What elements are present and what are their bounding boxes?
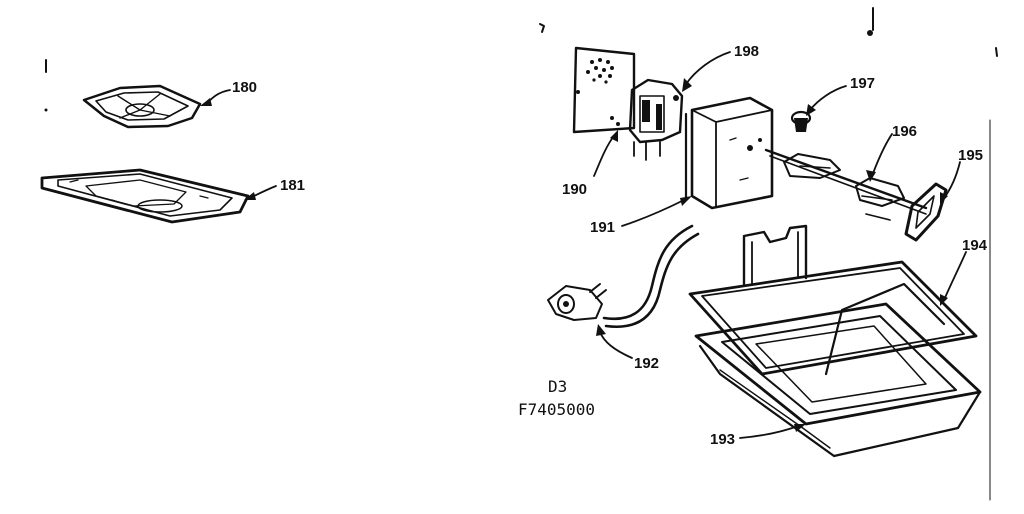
part-190-mounting-plate: [572, 46, 636, 134]
part-195-clip: [904, 182, 948, 242]
leader-arrows: [200, 51, 967, 439]
part-labels: 180 181 198 197 196 195 194 190 191 192 …: [232, 43, 988, 448]
label-190: 190: [562, 181, 587, 198]
part-192-power-cord: [547, 224, 700, 329]
label-193: 193: [710, 431, 735, 448]
part-198-motor: [628, 78, 684, 161]
label-181: 181: [280, 177, 305, 194]
drawing-code-line2: F7405000: [518, 400, 595, 419]
part-193-drip-pan: [694, 302, 982, 458]
label-191: 191: [590, 219, 615, 236]
part-191-gear-box: [684, 96, 774, 210]
label-192: 192: [634, 355, 659, 372]
drawing-code: D3 F7405000: [518, 377, 595, 419]
drawing-code-line1: D3: [548, 377, 567, 396]
label-180: 180: [232, 79, 257, 96]
label-194: 194: [962, 237, 988, 254]
part-181-pan: [40, 168, 250, 224]
part-194-wire-rack: [688, 224, 978, 376]
label-198: 198: [734, 43, 759, 60]
part-197-knob: [790, 110, 812, 132]
label-195: 195: [958, 147, 983, 164]
label-197: 197: [850, 75, 875, 92]
scan-marks: [44, 7, 998, 501]
part-196-spit-rod: [764, 148, 928, 221]
part-180-pan: [82, 84, 202, 129]
label-196: 196: [892, 123, 917, 140]
